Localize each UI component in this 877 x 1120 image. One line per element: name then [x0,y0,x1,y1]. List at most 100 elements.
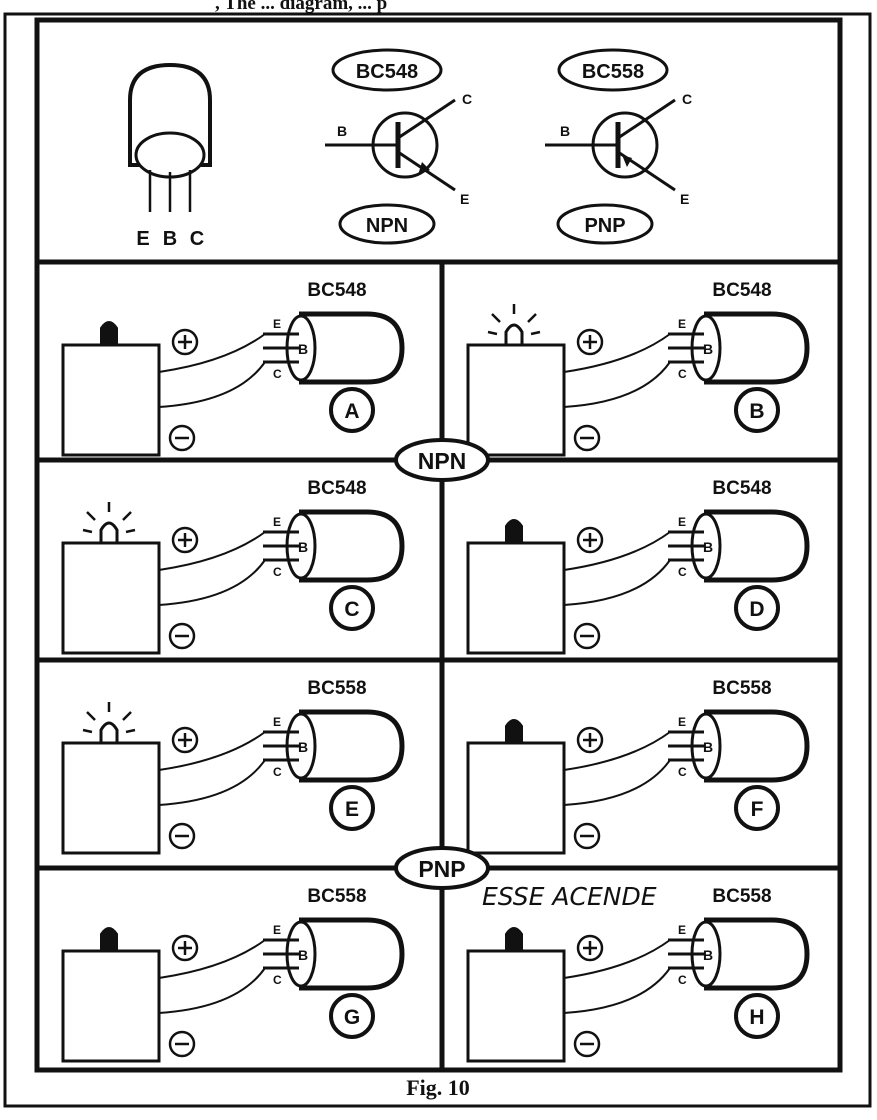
pin-label-c: C [678,765,687,779]
figure-caption: Fig. 10 [406,1075,470,1100]
wire-negative [158,361,266,408]
panel-letter-badge [734,785,780,831]
pin-label-e: E [678,317,686,331]
panel-letter-badge [734,993,780,1039]
transistor-body [704,917,810,991]
pin-label-b: B [703,947,713,963]
wire-negative [563,361,671,408]
panel-part-label: BC548 [712,478,771,499]
svg-text:E: E [460,191,469,207]
minus-terminal-icon [573,424,601,452]
transistor-body [299,509,405,583]
minus-terminal-icon [573,622,601,650]
lamp-unlit [505,927,523,952]
lamp-lit [82,702,136,743]
minus-terminal-icon [168,622,196,650]
outer-border [3,12,872,1108]
plus-terminal-icon [576,726,604,754]
lamp-unlit [100,321,118,346]
pin-label-c: C [273,765,282,779]
panel-letter: C [344,598,359,621]
panel-part-label: BC558 [307,886,366,907]
panel-letter: B [749,400,764,423]
leg-label-b: B [163,228,177,250]
wire-positive [563,531,671,571]
plus-terminal-icon [576,328,604,356]
wire-negative [158,967,266,1014]
pin-label-b: B [703,739,713,755]
pnp-divider-badge: PNP [394,846,490,890]
pin-label-b: B [298,539,308,555]
battery-box [61,949,161,1063]
wire-positive [158,731,266,771]
panel-letter: H [749,1006,764,1029]
wire-positive [563,333,671,373]
battery-box [466,541,566,655]
panel-part-label: BC548 [712,280,771,301]
lamp-unlit [505,519,523,544]
pin-label-c: C [678,565,687,579]
lamp-unlit [100,927,118,952]
wire-positive [158,939,266,979]
inner-frame [34,17,843,1073]
leg-label-e: E [136,228,149,250]
pin-label-c: C [273,973,282,987]
pin-label-e: E [678,515,686,529]
panel-part-label: BC548 [307,280,366,301]
npn-type-label: NPN [366,215,408,237]
pnp-type-label: PNP [584,215,625,237]
plus-terminal-icon [171,328,199,356]
transistor-body [704,509,810,583]
pin-label-c: C [273,565,282,579]
npn-symbol: BC548 B C E NPN [325,48,472,245]
npn-divider-badge: NPN [394,438,490,482]
panel-part-label: BC558 [307,678,366,699]
panel-part-label: BC548 [307,478,366,499]
pin-label-b: B [298,739,308,755]
pin-label-e: E [273,923,281,937]
plus-terminal-icon [171,526,199,554]
handwritten-note: ESSE ACENDE [482,882,657,911]
pin-label-b: B [298,947,308,963]
svg-text:PNP: PNP [418,856,465,882]
pin-label-c: C [678,367,687,381]
transistor-body [704,311,810,385]
minus-terminal-icon [168,822,196,850]
panel-letter-badge [734,387,780,433]
panel-letter: F [751,798,764,821]
minus-terminal-icon [573,822,601,850]
pnp-part-label: BC558 [582,61,644,83]
transistor-body [299,311,405,385]
battery-box [466,949,566,1063]
wire-positive [563,731,671,771]
pin-label-b: B [703,341,713,357]
panel-letter-badge [329,993,375,1039]
pin-label-c: C [273,367,282,381]
plus-terminal-icon [171,934,199,962]
panel-letter-badge [329,785,375,831]
wire-positive [563,939,671,979]
lamp-lit [487,304,541,345]
svg-text:C: C [462,91,472,107]
wire-negative [158,759,266,806]
svg-text:B: B [560,123,570,139]
lamp-unlit [505,719,523,744]
leg-label-c: C [190,228,204,250]
plus-terminal-icon [171,726,199,754]
pin-label-b: B [298,341,308,357]
plus-terminal-icon [576,934,604,962]
pin-label-c: C [678,973,687,987]
panel-letter: D [749,598,764,621]
panel-letter-badge [734,585,780,631]
plus-terminal-icon [576,526,604,554]
battery-box [61,741,161,855]
minus-terminal-icon [168,1030,196,1058]
wire-negative [563,967,671,1014]
